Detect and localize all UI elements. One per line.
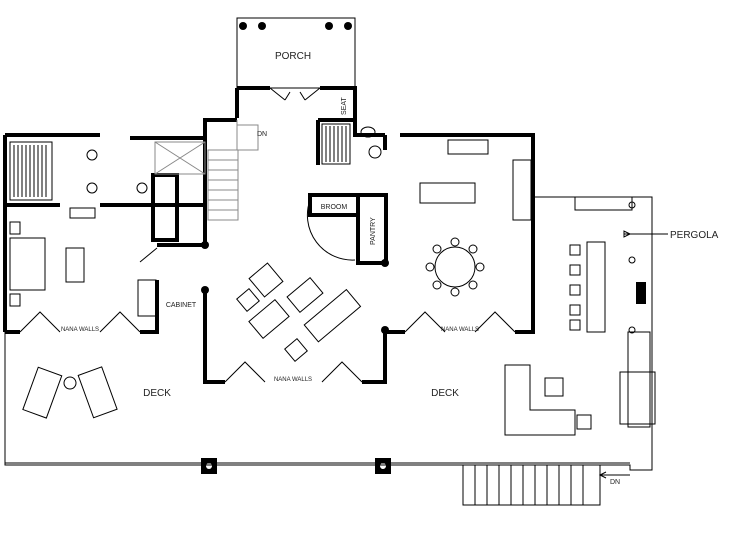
label-pantry: PANTRY — [370, 217, 377, 245]
living-furniture — [224, 199, 516, 383]
fixtures — [9, 123, 382, 219]
bedroom — [9, 221, 158, 333]
pergola-leader-arrow — [623, 230, 668, 238]
label-pergola: PERGOLA — [670, 230, 719, 241]
label-nana-walls-left: NANA WALLS — [61, 327, 99, 333]
pergola — [533, 196, 668, 465]
label-nana-walls-right: NANA WALLS — [441, 327, 479, 333]
label-seat: SEAT — [341, 97, 348, 115]
label-broom: BROOM — [321, 204, 348, 211]
kitchen-dining — [419, 139, 532, 297]
label-deck-left: DECK — [143, 388, 171, 399]
label-stair-down-top: DN — [257, 131, 267, 138]
label-deck-right: DECK — [431, 388, 459, 399]
label-nana-walls-center: NANA WALLS — [274, 377, 312, 383]
columns — [201, 241, 391, 474]
deck — [4, 332, 653, 471]
label-cabinet: CABINET — [166, 302, 197, 309]
porch — [236, 17, 356, 101]
label-porch: PORCH — [275, 51, 311, 62]
stairs-deck — [462, 464, 630, 506]
label-stair-down-bottom: DN — [610, 479, 620, 486]
walls — [3, 86, 535, 384]
stairs-interior — [207, 120, 259, 221]
